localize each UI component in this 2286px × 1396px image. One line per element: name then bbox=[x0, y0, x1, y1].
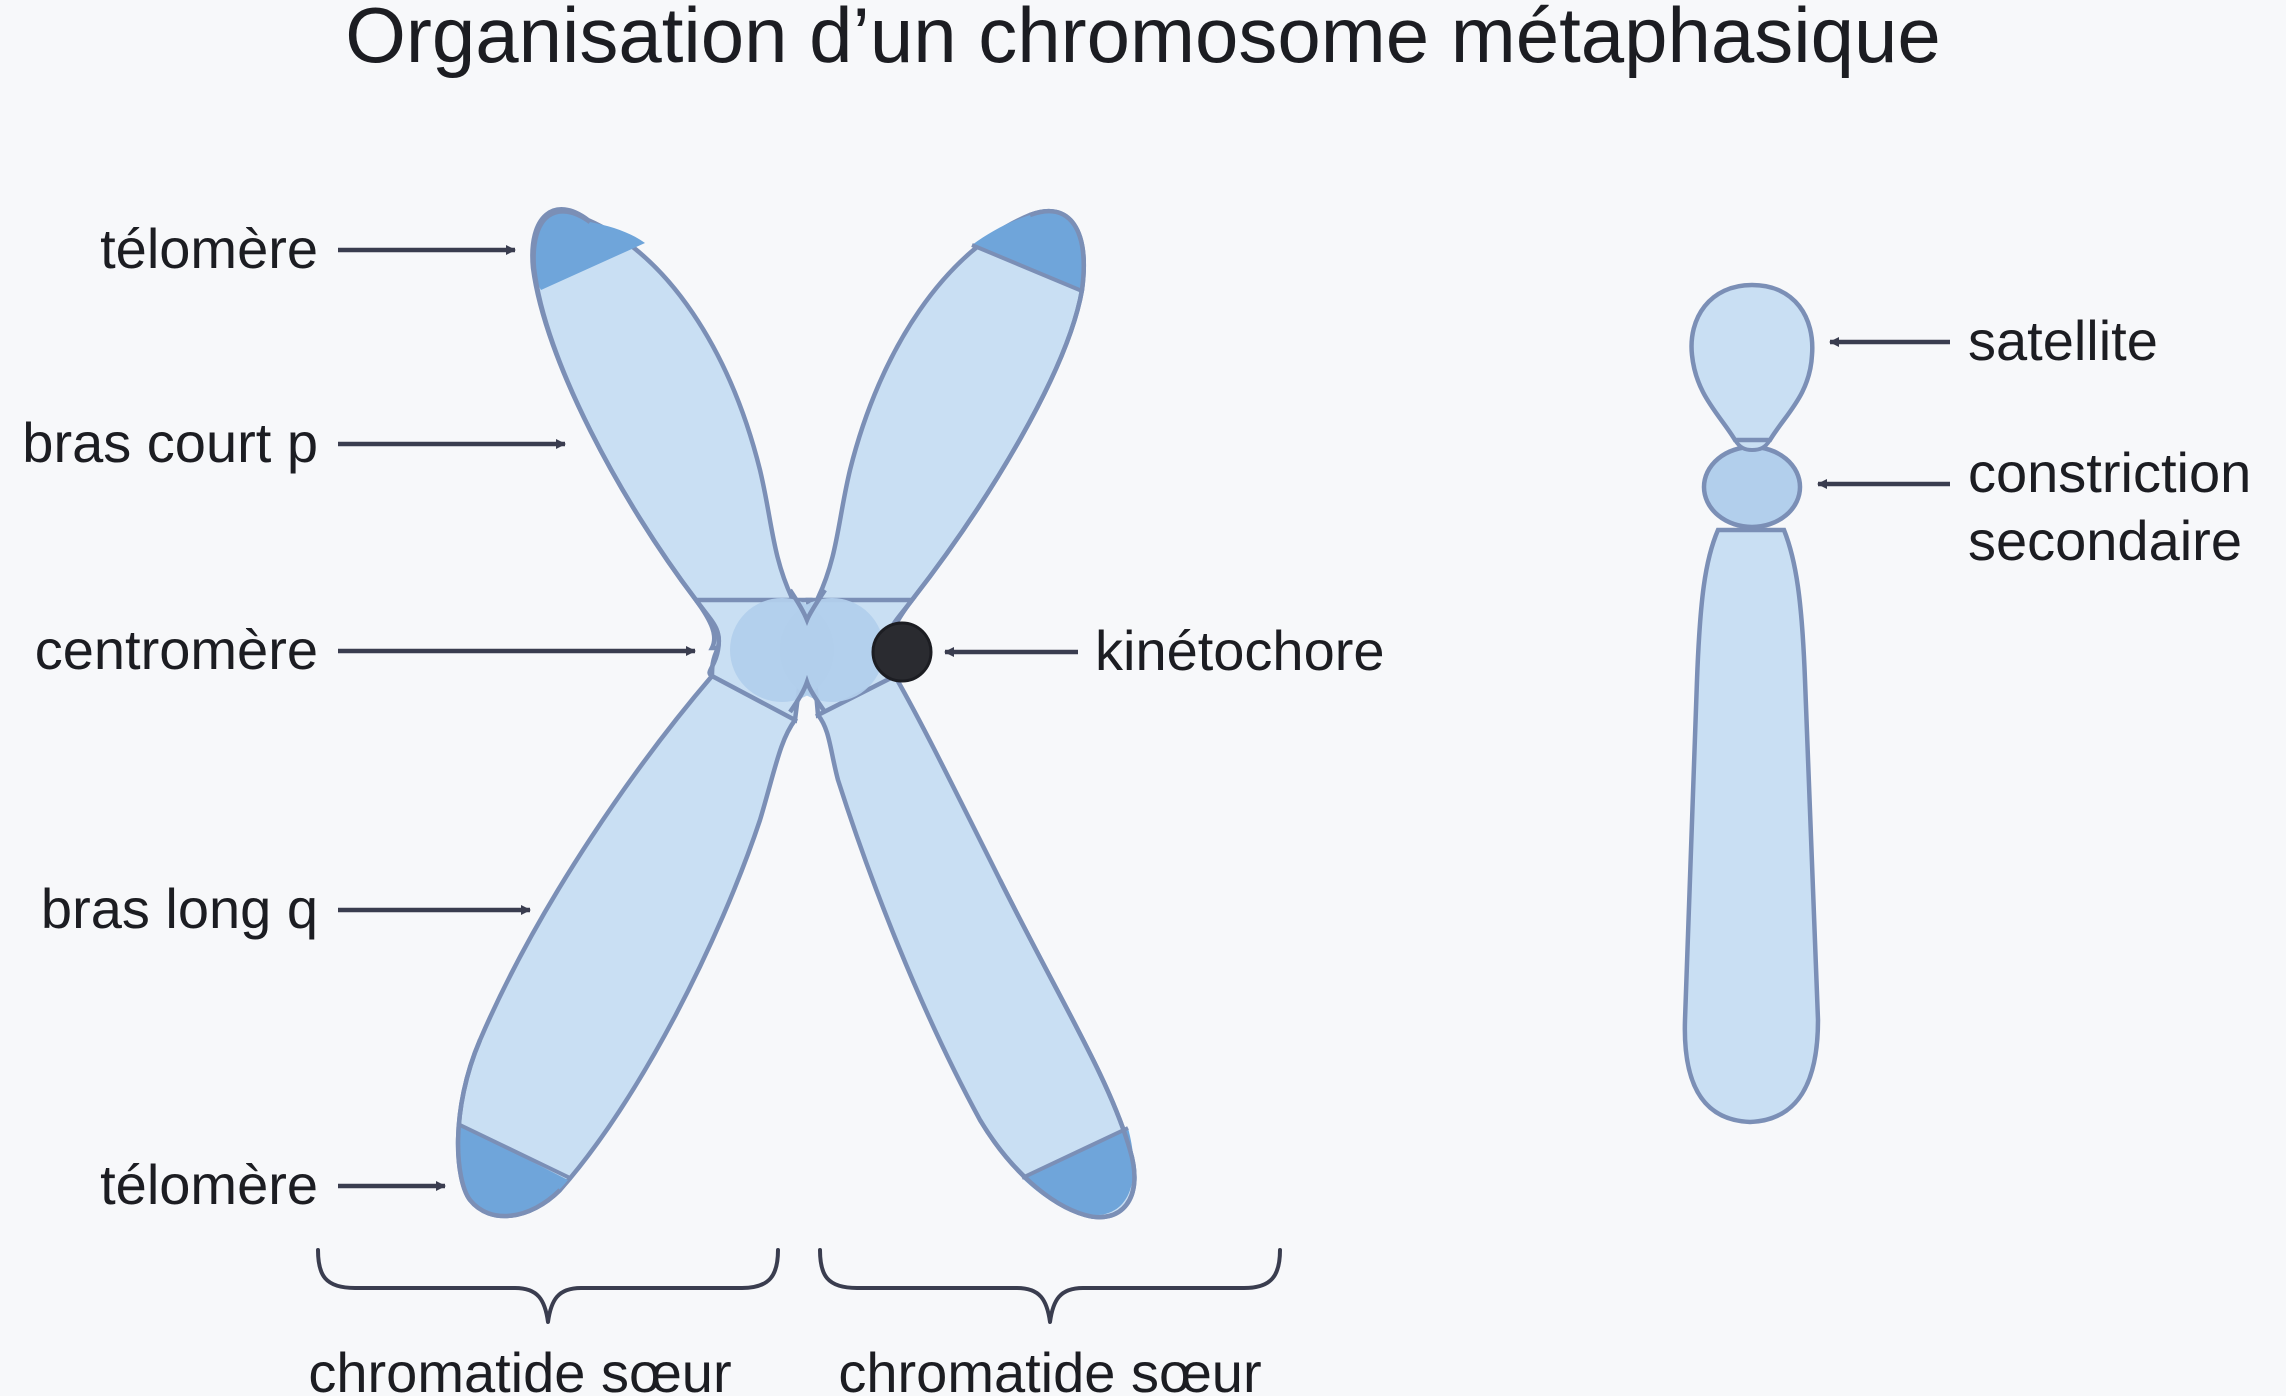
label-chromatide-left: chromatide sœur bbox=[308, 1341, 731, 1396]
label-telomere-top: télomère bbox=[100, 217, 318, 280]
right-chromatid-lower-arm bbox=[814, 673, 1137, 1220]
label-constriction-line1: constriction bbox=[1968, 441, 2251, 504]
label-telomere-bottom: télomère bbox=[100, 1153, 318, 1216]
label-constriction-line2: secondaire bbox=[1968, 509, 2242, 572]
telomere-top-left bbox=[533, 211, 645, 290]
arrows bbox=[338, 245, 1950, 1191]
centromere bbox=[694, 588, 914, 714]
telomere-top-right bbox=[972, 211, 1084, 290]
page-title: Organisation d’un chromosome métaphasiqu… bbox=[345, 0, 1941, 79]
brace-right bbox=[818, 1248, 1282, 1324]
satellite-chromosome bbox=[1682, 282, 1821, 1125]
satellite-knob bbox=[1689, 282, 1815, 443]
kinetochore-dot bbox=[871, 621, 933, 683]
left-chromatid-lower-arm bbox=[455, 673, 799, 1219]
telomere-bottom-right bbox=[1022, 1128, 1134, 1216]
x-chromosome bbox=[455, 207, 1137, 1220]
label-bras-long: bras long q bbox=[41, 877, 318, 940]
telomere-bottom-left bbox=[458, 1125, 568, 1216]
brace-left bbox=[316, 1248, 780, 1324]
label-satellite: satellite bbox=[1968, 309, 2158, 372]
label-bras-court: bras court p bbox=[22, 411, 318, 474]
satellite-chromosome-body bbox=[1682, 527, 1821, 1125]
label-centromere: centromère bbox=[35, 618, 318, 681]
labels: télomère bras court p centromère bras lo… bbox=[22, 217, 2251, 1396]
label-kinetochore: kinétochore bbox=[1095, 619, 1385, 682]
label-chromatide-right: chromatide sœur bbox=[838, 1341, 1261, 1396]
secondary-constriction bbox=[1701, 444, 1803, 530]
